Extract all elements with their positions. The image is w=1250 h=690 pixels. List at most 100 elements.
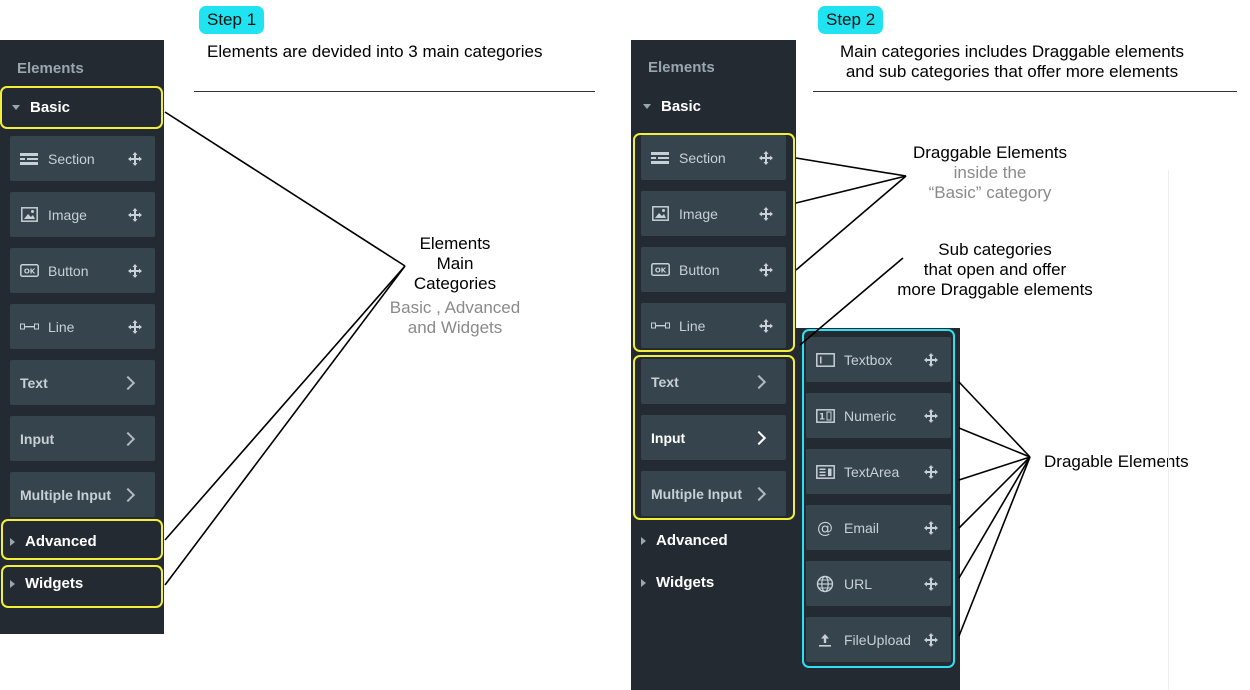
tile-label: Section	[48, 150, 95, 167]
tile-label: Button	[48, 262, 89, 279]
caret-down-icon	[12, 105, 20, 110]
category-label: Advanced	[656, 532, 728, 549]
connector-line	[799, 257, 904, 346]
highlight-advanced	[1, 519, 163, 560]
element-tile-line[interactable]: Line	[641, 303, 786, 348]
annotation-subcategories: Sub categories that open and offer more …	[880, 240, 1110, 300]
element-tile-section[interactable]: Section	[10, 136, 155, 181]
step2-divider	[813, 91, 1237, 92]
drag-handle-icon[interactable]	[923, 632, 939, 648]
panel-title: Elements	[648, 59, 715, 76]
element-tile-line[interactable]: Line	[10, 304, 155, 349]
annotation-draggable: Draggable Elements inside the “Basic” ca…	[900, 143, 1080, 203]
category-widgets[interactable]: Widgets	[641, 574, 714, 591]
textbox-icon	[815, 352, 835, 368]
drag-handle-icon[interactable]	[127, 151, 143, 167]
globe-icon	[815, 575, 835, 592]
annotation-line: more Draggable elements	[897, 280, 1093, 299]
numeric-icon: 1	[815, 408, 835, 424]
connector-line	[958, 456, 1031, 637]
drag-handle-icon[interactable]	[127, 207, 143, 223]
description-line: and sub categories that offer more eleme…	[845, 62, 1179, 81]
caret-right-icon	[641, 578, 646, 587]
element-tile-numeric[interactable]: 1 Numeric	[806, 393, 951, 438]
highlight-subcategories	[633, 355, 795, 520]
element-tile-textarea[interactable]: TextArea	[806, 449, 951, 494]
connector-line	[958, 427, 1031, 458]
panel-title: Elements	[17, 60, 84, 77]
drag-handle-icon[interactable]	[923, 576, 939, 592]
tile-label: URL	[844, 575, 873, 592]
category-advanced[interactable]: Advanced	[10, 533, 97, 550]
image-icon	[650, 206, 670, 222]
connector-line	[958, 456, 1031, 529]
drag-handle-icon[interactable]	[923, 520, 939, 536]
tile-label: Line	[679, 317, 706, 334]
subcategory-text[interactable]: Text	[10, 360, 155, 405]
connector-line	[795, 175, 907, 271]
connector-line	[958, 456, 1031, 579]
tile-label: TextArea	[844, 463, 900, 480]
drag-handle-icon[interactable]	[758, 318, 774, 334]
element-tile-image[interactable]: Image	[641, 191, 786, 236]
category-widgets[interactable]: Widgets	[10, 575, 83, 592]
drag-handle-icon[interactable]	[758, 150, 774, 166]
category-label: Basic	[30, 99, 71, 116]
category-label: Widgets	[656, 574, 715, 591]
tile-label: Email	[844, 519, 880, 536]
drag-handle-icon[interactable]	[923, 408, 939, 424]
annotation-line: Sub categories	[938, 240, 1052, 259]
annotation-main-categories: Elements Main Categories Basic , Advance…	[380, 234, 530, 338]
connector-line	[795, 157, 907, 177]
highlight-basic	[0, 86, 163, 129]
drag-handle-icon[interactable]	[758, 262, 774, 278]
description-line: Main categories includes Draggable eleme…	[840, 42, 1184, 61]
button-icon: OK	[650, 262, 670, 278]
element-tile-image[interactable]: Image	[10, 192, 155, 237]
connector-line	[958, 381, 1031, 458]
email-icon: @	[815, 519, 835, 537]
element-tile-button[interactable]: OK Button	[641, 247, 786, 292]
element-tile-textbox[interactable]: Textbox	[806, 337, 951, 382]
annotation-dragable-elements: Dragable Elements	[1044, 452, 1189, 472]
category-basic[interactable]: Basic	[12, 99, 70, 116]
svg-text:OK: OK	[23, 268, 35, 276]
highlight-input-elements	[802, 329, 955, 668]
tile-label: Input	[651, 429, 686, 446]
caret-right-icon	[10, 537, 15, 546]
drag-handle-icon[interactable]	[127, 263, 143, 279]
element-tile-section[interactable]: Section	[641, 135, 786, 180]
element-tile-email[interactable]: @ Email	[806, 505, 951, 550]
drag-handle-icon[interactable]	[127, 319, 143, 335]
caret-right-icon	[641, 536, 646, 545]
tile-label: Line	[48, 318, 75, 335]
svg-text:OK: OK	[654, 267, 666, 275]
annotation-line: Categories	[413, 274, 497, 293]
element-tile-url[interactable]: URL	[806, 561, 951, 606]
subcategory-text[interactable]: Text	[641, 359, 786, 404]
highlight-draggable-elements	[633, 133, 795, 352]
subcategory-input[interactable]: Input	[641, 415, 786, 460]
drag-handle-icon[interactable]	[923, 352, 939, 368]
step2-description: Main categories includes Draggable eleme…	[812, 42, 1212, 82]
section-icon	[19, 151, 39, 167]
category-advanced[interactable]: Advanced	[641, 532, 728, 549]
element-tile-fileupload[interactable]: FileUpload	[806, 617, 951, 662]
svg-text:@: @	[817, 519, 833, 537]
tile-label: Input	[20, 430, 55, 447]
category-basic[interactable]: Basic	[643, 98, 701, 115]
subcategory-input[interactable]: Input	[10, 416, 155, 461]
line-icon	[19, 319, 39, 335]
element-tile-button[interactable]: OK Button	[10, 248, 155, 293]
tile-label: Button	[679, 261, 720, 278]
category-label: Basic	[661, 98, 702, 115]
drag-handle-icon[interactable]	[923, 464, 939, 480]
tile-label: Multiple Input	[651, 485, 742, 502]
category-label: Advanced	[25, 533, 97, 550]
category-label: Widgets	[25, 575, 84, 592]
upload-icon	[815, 632, 835, 648]
subcategory-multiple-input[interactable]: Multiple Input	[641, 471, 786, 516]
drag-handle-icon[interactable]	[758, 206, 774, 222]
subcategory-multiple-input[interactable]: Multiple Input	[10, 472, 155, 517]
svg-text:1: 1	[818, 412, 824, 422]
